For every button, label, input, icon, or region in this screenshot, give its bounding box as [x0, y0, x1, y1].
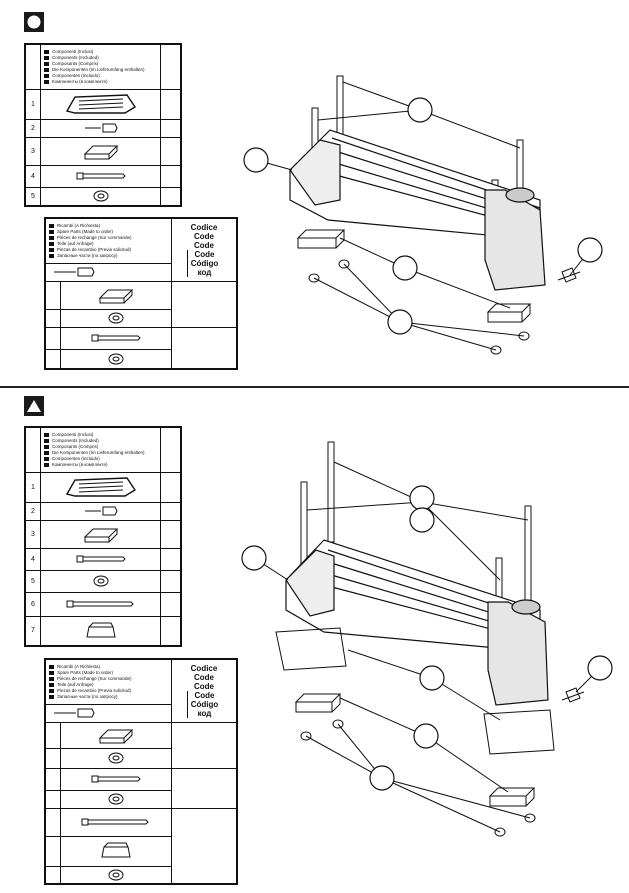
- nut-icon: [108, 869, 124, 881]
- rack-icon: [65, 477, 136, 497]
- rack-icon: [65, 94, 136, 114]
- section-2-marker: [24, 396, 44, 416]
- components-table-1: Componenti (Inclusi) Components (Include…: [24, 43, 182, 207]
- table-row: 6: [24, 591, 182, 617]
- key-icon: [84, 506, 118, 516]
- rack-body: [285, 539, 549, 706]
- table-row: 5: [24, 569, 182, 593]
- triangle-icon: [27, 400, 41, 412]
- cover-cap-icon: [101, 842, 131, 858]
- bolt-icon: [76, 555, 126, 563]
- table-row: 7: [24, 615, 182, 647]
- long-bolt-icon: [81, 818, 149, 826]
- table-row: 1: [24, 88, 182, 120]
- nut-icon: [108, 353, 124, 365]
- circle-icon: [27, 15, 41, 29]
- key-icon: [54, 708, 95, 718]
- nut-icon: [93, 575, 108, 587]
- bolt-icon: [91, 334, 141, 342]
- key-icon: [54, 267, 95, 277]
- spares-table-1: Ricambi (A Richiesta) Spare Parts (Made …: [44, 217, 238, 370]
- long-bolt-icon: [66, 600, 134, 608]
- spares-table-2: Ricambi (A Richiesta) Spare Parts (Made …: [44, 658, 238, 885]
- bolt-icon: [76, 172, 126, 180]
- table-row: 1: [24, 471, 182, 503]
- key-icon: [84, 123, 118, 133]
- nut-icon: [108, 793, 124, 805]
- assembly-diagram-1: [243, 75, 603, 355]
- table-row: 4: [24, 547, 182, 571]
- table-row: 2: [24, 118, 182, 138]
- nut-icon: [108, 752, 124, 764]
- nut-icon: [93, 190, 108, 202]
- assembly-diagram-2: [241, 441, 613, 837]
- rubber-pad-icon: [98, 289, 134, 304]
- table-row: 4: [24, 164, 182, 188]
- nut-icon: [108, 312, 124, 324]
- table-row: 3: [24, 136, 182, 166]
- table-row: 3: [24, 519, 182, 549]
- rubber-pad-icon: [83, 145, 118, 160]
- section-divider: [0, 386, 629, 388]
- table-row: 2: [24, 501, 182, 521]
- section-1-marker: [24, 12, 44, 32]
- table-row: 5: [24, 186, 182, 207]
- rubber-pad-icon: [98, 729, 134, 744]
- cover-cap-icon: [85, 622, 116, 638]
- components-table-2: Componenti (Inclusi) Components (Include…: [24, 426, 182, 647]
- bolt-icon: [91, 775, 141, 783]
- rack-body: [289, 129, 546, 291]
- rubber-pad-icon: [83, 528, 118, 543]
